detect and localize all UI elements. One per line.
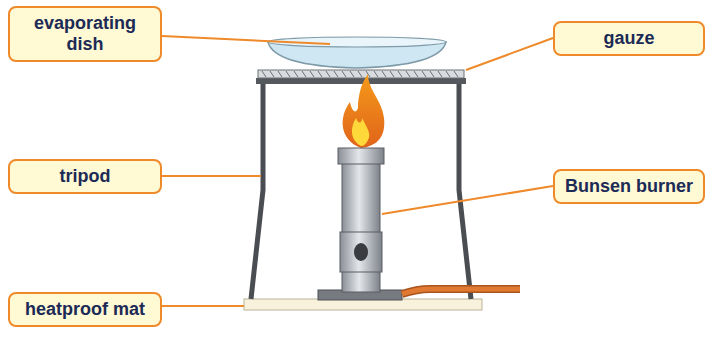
label-box: evaporating dish xyxy=(8,6,162,62)
air-collar xyxy=(340,232,382,272)
gauze xyxy=(258,70,464,78)
leader-lines xyxy=(162,36,553,306)
part-name: heatproof mat xyxy=(25,299,145,320)
label-box: tripod xyxy=(8,159,162,194)
part-name: tripod xyxy=(60,166,111,187)
air-hole xyxy=(354,243,368,261)
flame xyxy=(343,74,385,148)
label-box: gauze xyxy=(553,21,705,56)
part-name: evaporating dish xyxy=(18,13,152,55)
label-box: heatproof mat xyxy=(8,292,162,327)
tripod-ring xyxy=(256,78,466,84)
label-box: Bunsen burner xyxy=(553,169,705,204)
part-name: gauze xyxy=(603,28,654,49)
gas-tube xyxy=(402,289,520,294)
part-name: Bunsen burner xyxy=(565,176,693,197)
heatproof-mat xyxy=(244,299,482,310)
